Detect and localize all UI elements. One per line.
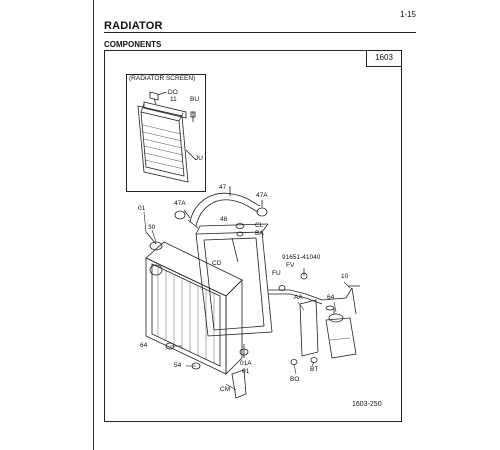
page-binding-line	[93, 0, 94, 450]
callout-48: 48	[220, 216, 228, 223]
callout-01: 01	[138, 205, 146, 212]
callout-47: 47	[219, 184, 227, 191]
callout-64-left: 64	[140, 342, 148, 349]
callout-10: 10	[341, 273, 349, 280]
callout-cl: CL	[255, 222, 264, 229]
callout-aa: AA	[294, 294, 303, 301]
callout-cm: CM	[220, 386, 231, 393]
callout-54: 54	[174, 362, 182, 369]
page-title: RADIATOR	[104, 20, 163, 32]
radiator-core-drawing	[145, 231, 243, 375]
inset-title: (RADIATOR SCREEN)	[129, 75, 196, 82]
callout-ba: BA	[255, 230, 264, 237]
callout-11: 11	[170, 96, 177, 103]
title-rule	[104, 32, 416, 33]
callout-cd: CD	[212, 260, 222, 267]
callout-bo: BO	[290, 376, 300, 383]
callout-bu: BU	[190, 96, 200, 103]
page-number: 1-15	[399, 10, 416, 19]
figure-code-box: 1603	[366, 50, 401, 67]
fan-shroud-drawing	[195, 223, 273, 337]
lower-fittings-drawing	[165, 268, 335, 399]
callout-47a-right: 47A	[256, 192, 268, 199]
callout-part-number: 91651-41040	[282, 254, 321, 261]
radiator-screen-drawing	[137, 91, 197, 183]
upper-hose-drawing	[174, 186, 268, 229]
callout-ju: JU	[195, 155, 203, 162]
reserve-tank-drawing	[325, 308, 357, 359]
section-subtitle: COMPONENTS	[104, 40, 162, 49]
callout-01a: 01A	[240, 360, 252, 367]
leader-lines	[143, 211, 351, 391]
diagram-frame	[104, 50, 402, 422]
callout-30: 30	[148, 224, 156, 231]
callout-64-right: 64	[327, 294, 335, 301]
callout-do-top: DO	[168, 89, 178, 96]
callout-fu: FU	[272, 270, 281, 277]
callout-01-lower: 01	[242, 368, 250, 375]
callout-bt: BT	[310, 366, 319, 373]
callout-47a-left: 47A	[174, 200, 186, 207]
radiator-screen-inset	[126, 74, 206, 192]
callout-fv: FV	[286, 262, 295, 269]
diagram-code: 1603-250	[352, 401, 382, 408]
overflow-pipe-drawing	[268, 285, 360, 357]
